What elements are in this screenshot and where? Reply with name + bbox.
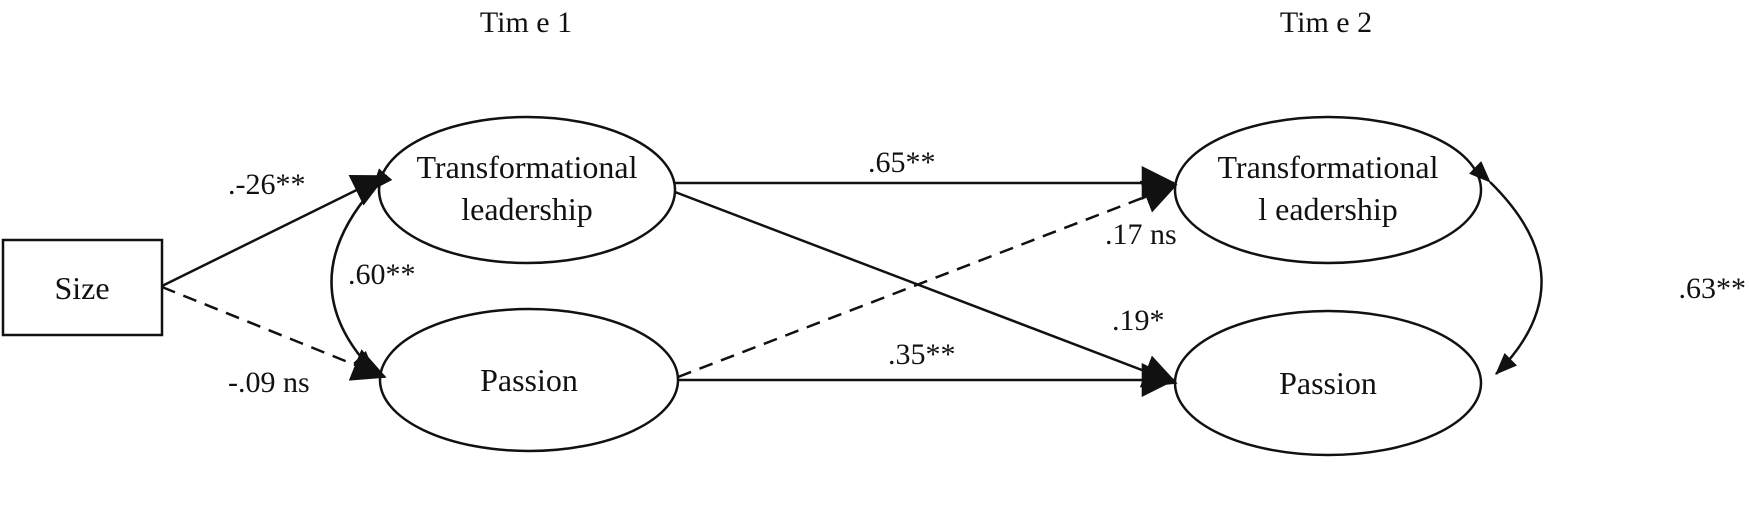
arrow-passion-to-leadership <box>677 180 1178 379</box>
arrow-size-to-leadership <box>161 174 387 288</box>
coef-size-to-passion: -.09 ns <box>228 366 310 399</box>
t1-leadership-ellipse <box>377 115 677 265</box>
t2-leadership-label-line1: Transformational <box>1217 149 1438 185</box>
coef-passion-to-leadership: .17 ns <box>1105 218 1177 251</box>
arrow-size-to-passion <box>161 285 387 381</box>
coef-t2-covariance: .63** <box>1679 272 1747 305</box>
t1-leadership-label-line1: Transformational <box>416 149 637 185</box>
arrow-leadership-to-passion <box>674 190 1178 388</box>
time2-header: Tim e 2 <box>1280 6 1372 39</box>
coef-leadership-stability: .65** <box>868 146 936 179</box>
t1-leadership-label-line2: leadership <box>461 191 593 227</box>
t2-passion-label: Passion <box>1279 365 1377 401</box>
time1-header: Tim e 1 <box>480 6 572 39</box>
t2-leadership-ellipse <box>1173 115 1483 265</box>
t1-passion-label: Passion <box>480 362 578 398</box>
t2-covariance-curve <box>1468 161 1543 375</box>
coef-size-to-leadership: .-26** <box>228 168 306 201</box>
t2-leadership-label-line2: l eadership <box>1258 191 1398 227</box>
coef-leadership-to-passion: .19* <box>1112 304 1165 337</box>
coef-passion-stability: .35** <box>888 338 956 371</box>
t1-covariance-curve <box>330 168 393 373</box>
size-label: Size <box>54 270 109 306</box>
coef-t1-covariance: .60** <box>348 258 416 291</box>
